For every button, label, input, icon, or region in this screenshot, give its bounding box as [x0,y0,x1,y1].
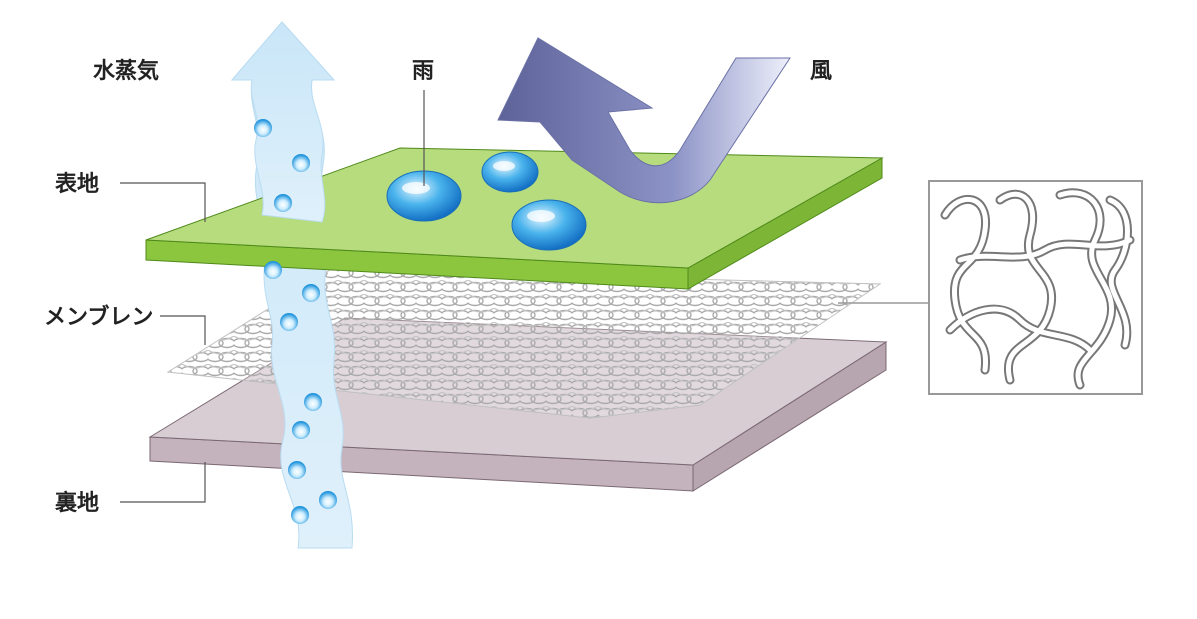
label-vapor: 水蒸気 [93,58,159,84]
vapor-droplet [292,154,310,172]
vapor-droplets [254,119,337,524]
leader-line-outer-fabric [120,182,206,222]
vapor-droplet [280,313,298,331]
vapor-droplet [292,421,310,439]
vapor-droplet [291,506,309,524]
vapor-droplet [302,284,320,302]
rain-drops [386,151,587,251]
label-wind: 風 [810,59,832,84]
membrane-zoom-inset [838,180,1143,395]
rain-drop [511,199,587,251]
rain-drop [481,151,539,193]
vapor-droplet [274,194,292,212]
label-membrane: メンブレン [44,304,153,330]
leader-line-inner-fabric [120,462,206,503]
vapor-droplet [264,261,282,279]
vapor-droplet [288,461,306,479]
vapor-droplet [319,491,337,509]
label-rain: 雨 [412,59,434,84]
membrane-layer [166,269,882,419]
label-inner-fabric: 裏地 [55,490,99,516]
leader-line-membrane [160,315,206,345]
vapor-droplet [304,393,322,411]
label-outer-fabric: 表地 [55,172,99,197]
vapor-droplet [254,119,272,137]
vapor-arrow-upper [230,21,336,223]
wind-arrow [497,37,791,204]
